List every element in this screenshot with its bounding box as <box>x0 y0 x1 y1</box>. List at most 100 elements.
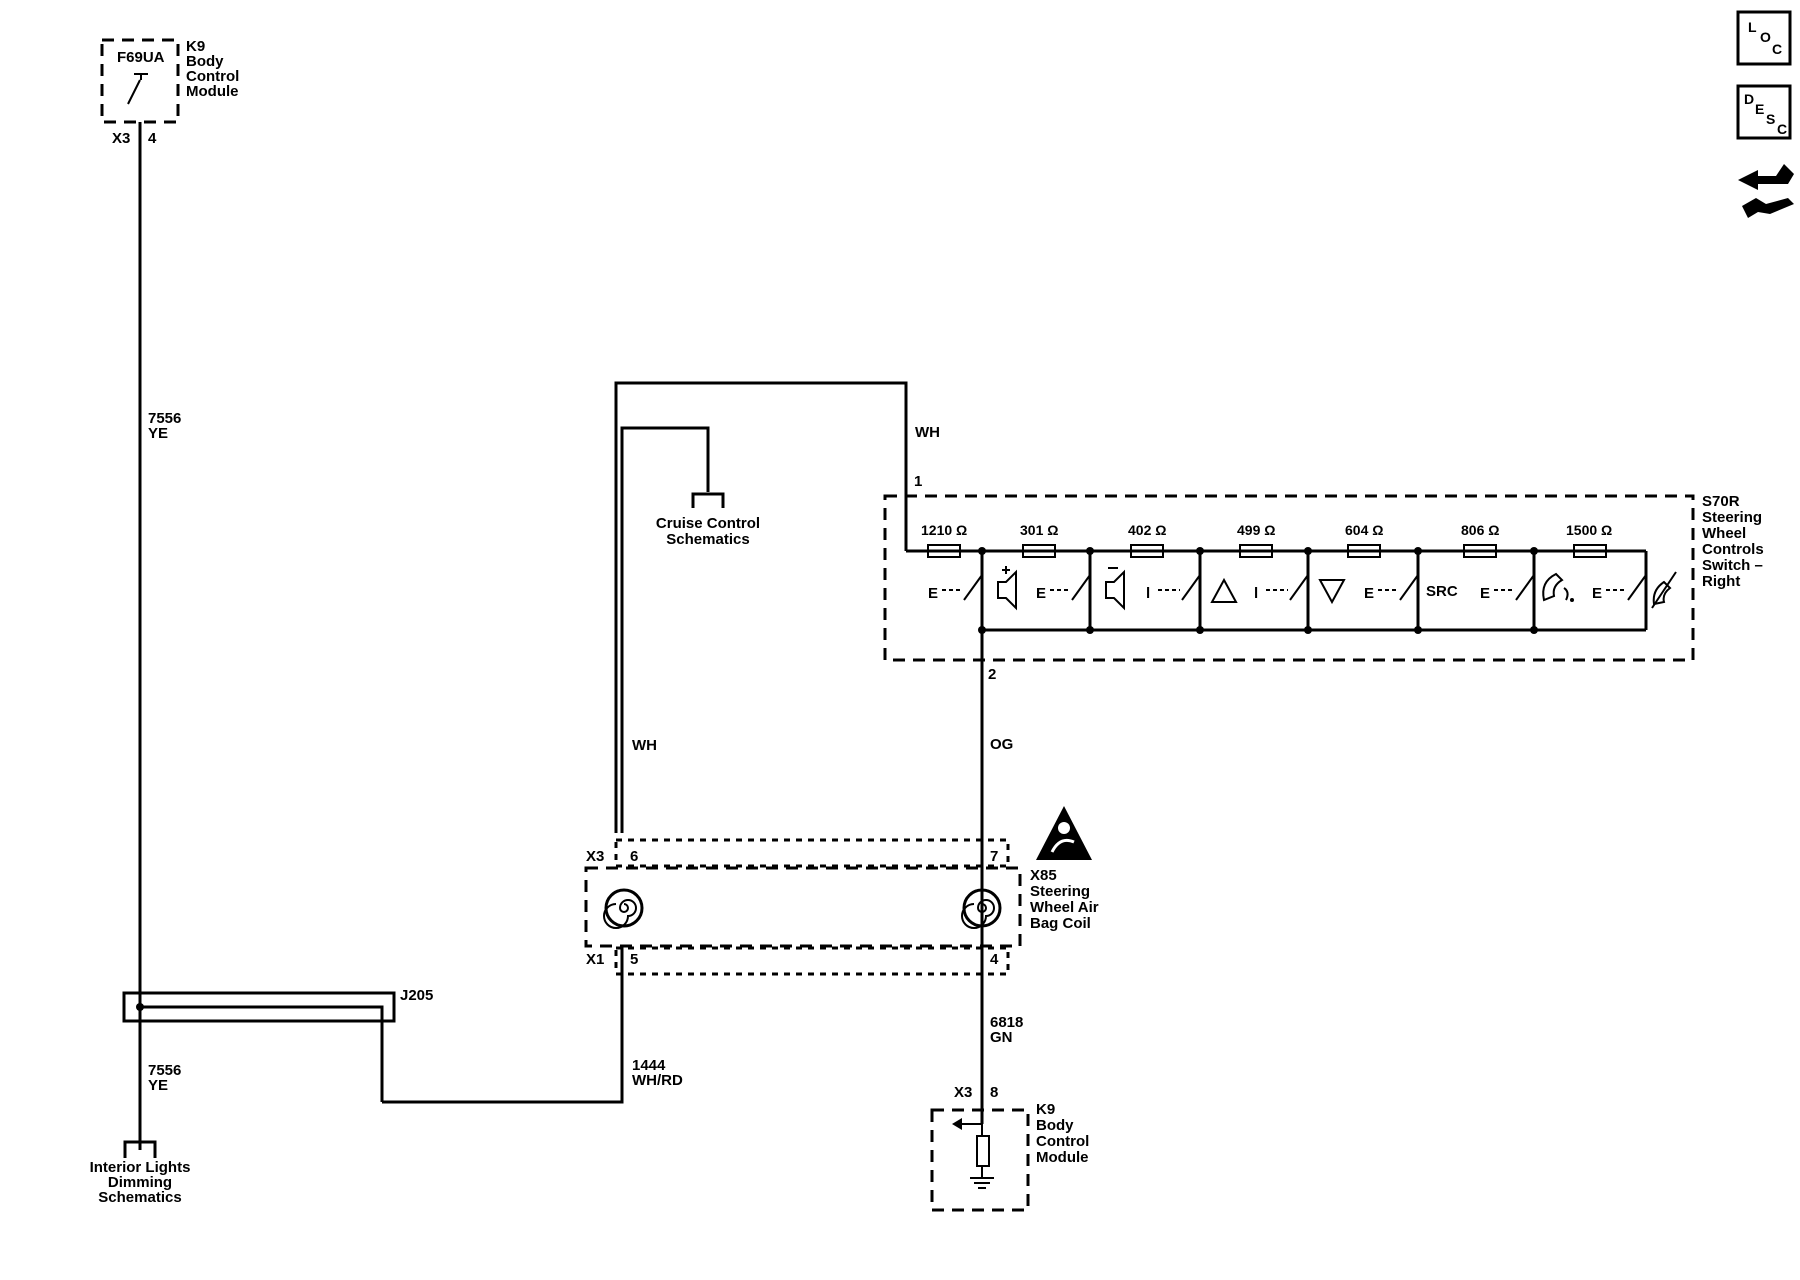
k9-bottom-name-3: Control <box>1036 1133 1089 1150</box>
volume-down-icon <box>1105 567 1125 611</box>
clockspring-left-icon <box>603 888 644 929</box>
airbag-warning-icon <box>1036 806 1092 860</box>
x85-conn-top: X3 <box>586 848 604 865</box>
k9-top-name-2: Body <box>186 53 224 70</box>
phone-mute-icon <box>1651 571 1677 609</box>
splice-bar <box>122 991 396 1023</box>
interior-lights-1: Interior Lights <box>90 1159 191 1176</box>
resistor-402: 402 Ω <box>1128 522 1166 558</box>
wire-7556-bottom-color: YE <box>148 1077 168 1094</box>
svg-text:E: E <box>1036 585 1046 602</box>
svg-text:402 Ω: 402 Ω <box>1128 522 1166 538</box>
resistor-301: 301 Ω <box>1020 522 1058 558</box>
pullup-resistor <box>976 1135 990 1167</box>
svg-text:499 Ω: 499 Ω <box>1237 522 1275 538</box>
wire-6818-color: GN <box>990 1029 1013 1046</box>
resistor-806: 806 Ω <box>1461 522 1499 558</box>
volume-up-icon <box>997 566 1017 611</box>
svg-text:E: E <box>1592 585 1602 602</box>
svg-text:C: C <box>1772 41 1782 57</box>
svg-text:604 Ω: 604 Ω <box>1345 522 1383 538</box>
desc-icon[interactable] <box>1736 84 1792 140</box>
seek-down-icon <box>1318 579 1346 605</box>
s70r-name-1: S70R <box>1702 493 1740 510</box>
splice-j205: J205 <box>122 987 433 1102</box>
switch-contacts <box>963 574 1647 601</box>
svg-text:D: D <box>1744 91 1754 107</box>
s70r-name-3: Wheel <box>1702 525 1746 542</box>
clockspring-right-icon <box>961 888 1002 929</box>
x85-pin7: 7 <box>990 848 998 865</box>
wire-7556-top-circuit: 7556 <box>148 410 181 427</box>
k9-bottom-name-4: Module <box>1036 1149 1089 1166</box>
loc-icon[interactable] <box>1736 10 1792 66</box>
k9-bottom-pin: 8 <box>990 1084 998 1101</box>
svg-text:E: E <box>1755 101 1764 117</box>
x85-box <box>584 866 1022 948</box>
svg-text:l: l <box>1146 585 1150 602</box>
wire-1444-circuit: 1444 <box>632 1057 666 1074</box>
x85-name-3: Wheel Air <box>1030 899 1099 916</box>
svg-text:E: E <box>1364 585 1374 602</box>
x85-airbag-coil: X3 6 7 X1 5 4 X85 Steering Wheel Air Bag… <box>584 806 1099 976</box>
s70r-pin1: 1 <box>914 473 922 490</box>
wire-wh-s70r <box>614 381 908 833</box>
k9-bottom-connector: X3 <box>954 1084 972 1101</box>
svg-text:L: L <box>1748 19 1757 35</box>
src-label: SRC <box>1426 583 1458 600</box>
wire-og-label: OG <box>990 736 1013 753</box>
wire-1444-color: WH/RD <box>632 1072 683 1089</box>
x85-name-4: Bag Coil <box>1030 915 1091 932</box>
s70r-name-5: Switch – <box>1702 557 1763 574</box>
svg-text:E: E <box>928 585 938 602</box>
k9-top-name-3: Control <box>186 68 239 85</box>
input-arrow-icon <box>952 1110 984 1130</box>
resistor-604: 604 Ω <box>1345 522 1383 558</box>
x85-pin5: 5 <box>630 951 638 968</box>
svg-text:301 Ω: 301 Ω <box>1020 522 1058 538</box>
wire-1444 <box>382 945 624 1104</box>
wire-7556-top-color: YE <box>148 425 168 442</box>
wire-wh-lower-label: WH <box>632 737 657 754</box>
cruise-control-ref: Cruise Control Schematics <box>656 492 760 548</box>
svg-text:C: C <box>1777 121 1787 137</box>
x85-connector-bottom <box>614 946 1010 976</box>
wire-7556-bottom-circuit: 7556 <box>148 1062 181 1079</box>
interior-lights-2: Dimming <box>108 1174 172 1191</box>
wire-wh-upper-label: WH <box>915 424 940 441</box>
s70r-box <box>883 494 1695 662</box>
s70r-switch: 1 2 S70R Steering Wheel Controls Switch … <box>883 473 1764 683</box>
x85-name-2: Steering <box>1030 883 1090 900</box>
loc-button[interactable]: L O C <box>1736 10 1792 66</box>
desc-button[interactable]: D E S C <box>1736 84 1792 140</box>
pushbutton-markers: E E l l E E E <box>928 585 1626 602</box>
diagnostic-tool-icon[interactable] <box>1738 164 1794 218</box>
x85-pin4: 4 <box>990 951 999 968</box>
k9-bottom-name-1: K9 <box>1036 1101 1055 1118</box>
k9-bottom-module: X3 8 K9 Body Control Module <box>930 1084 1089 1212</box>
svg-text:O: O <box>1760 29 1771 45</box>
interior-lights-ref: Interior Lights Dimming Schematics <box>90 1140 191 1206</box>
x85-name-1: X85 <box>1030 867 1057 884</box>
k9-top-connector: X3 <box>112 130 130 147</box>
fuse-label: F69UA <box>117 49 165 66</box>
cruise-control-1: Cruise Control <box>656 515 760 532</box>
k9-bottom-name-2: Body <box>1036 1117 1074 1134</box>
k9-top-module: F69UA K9 Body Control Module X3 4 <box>100 38 239 147</box>
s70r-name-6: Right <box>1702 573 1740 590</box>
ground-icon <box>970 1166 994 1189</box>
interior-lights-3: Schematics <box>98 1189 181 1206</box>
s70r-name-2: Steering <box>1702 509 1762 526</box>
svg-text:E: E <box>1480 585 1490 602</box>
k9-top-pin: 4 <box>148 130 157 147</box>
x85-conn-bottom: X1 <box>586 951 604 968</box>
resistor-499: 499 Ω <box>1237 522 1275 558</box>
k9-bottom-box <box>930 1108 1030 1212</box>
svg-text:S: S <box>1766 111 1775 127</box>
wire-6818-circuit: 6818 <box>990 1014 1023 1031</box>
x85-pin6: 6 <box>630 848 638 865</box>
x85-connector-top <box>614 838 1010 868</box>
seek-up-icon <box>1210 577 1238 603</box>
s70r-pin2: 2 <box>988 666 996 683</box>
